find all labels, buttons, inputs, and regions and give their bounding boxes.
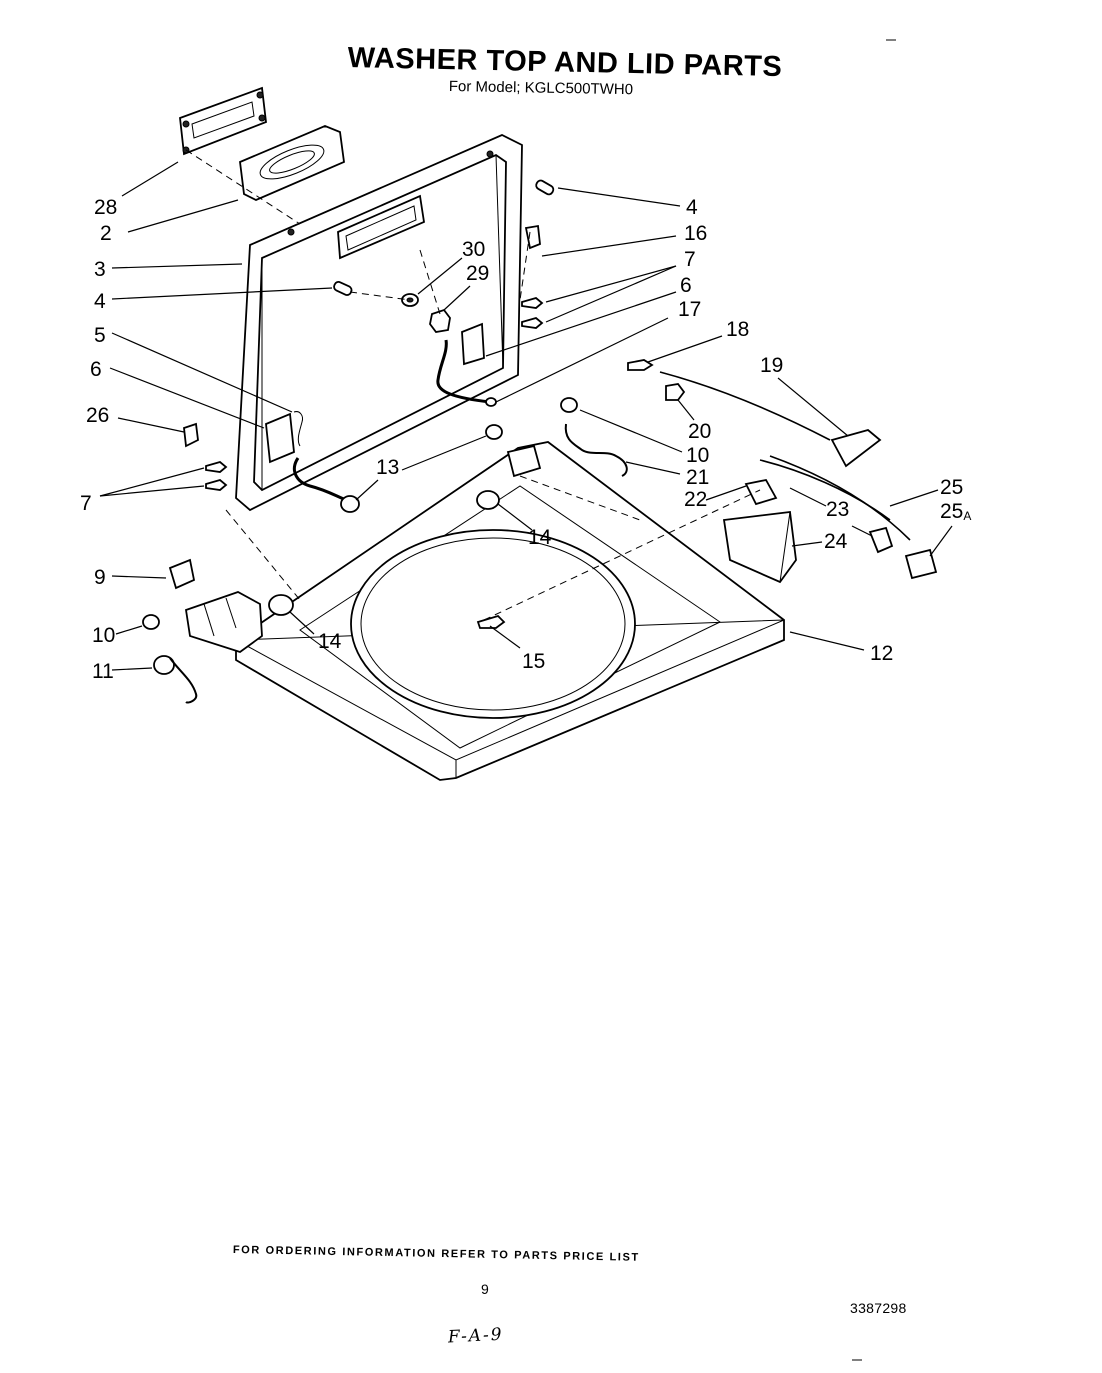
callout-9: 9 [94,566,106,589]
callout-10-left: 10 [92,624,115,647]
callout-2: 2 [100,222,112,245]
lid-frame [235,134,523,512]
callout-17: 17 [678,298,701,321]
callout-30: 30 [462,238,485,261]
callout-16: 16 [684,222,707,245]
callout-25: 25 [940,476,963,499]
callout-18: 18 [726,318,749,341]
callout-14-mid: 14 [528,526,552,549]
callout-7-right: 7 [684,248,696,271]
callout-24: 24 [824,530,848,553]
callout-21: 21 [686,466,709,489]
callout-4-right: 4 [686,196,698,219]
callout-15: 15 [522,650,545,673]
callout-labels: 28 2 3 4 5 6 26 7 9 10 11 30 29 13 14 14… [80,196,971,683]
callout-5: 5 [94,324,106,347]
callout-29: 29 [466,262,489,285]
switch-and-harness [142,359,938,704]
callout-6-right: 6 [680,274,692,297]
callout-7-left: 7 [80,492,92,515]
callout-22: 22 [684,488,707,511]
document-number: 3387298 [850,1300,907,1316]
callout-leader-lines [99,161,953,671]
callout-6-left: 6 [90,358,102,381]
callout-23: 23 [826,498,849,521]
page-number: 9 [481,1281,489,1297]
callout-25a: 25A [940,500,971,523]
callout-4-left: 4 [94,290,106,313]
callout-20: 20 [688,420,711,443]
hinge-plate-28 [179,86,267,156]
callout-12: 12 [870,642,893,665]
callout-26: 26 [86,404,109,427]
callout-19: 19 [760,354,783,377]
handwritten-mark: F-A-9 [447,1324,505,1348]
lid-small-parts [183,179,555,513]
lid-handle-2 [239,125,345,201]
callout-25a-suffix: A [963,509,971,523]
callout-28: 28 [94,196,117,219]
washer-top [184,441,785,781]
callout-10-right: 10 [686,444,709,467]
callout-13: 13 [376,456,399,479]
callout-3: 3 [94,258,106,281]
callout-11: 11 [92,660,114,683]
assembly-dash-lines [185,149,761,621]
callout-25a-number: 25 [940,500,963,523]
callout-14-left: 14 [318,630,342,653]
